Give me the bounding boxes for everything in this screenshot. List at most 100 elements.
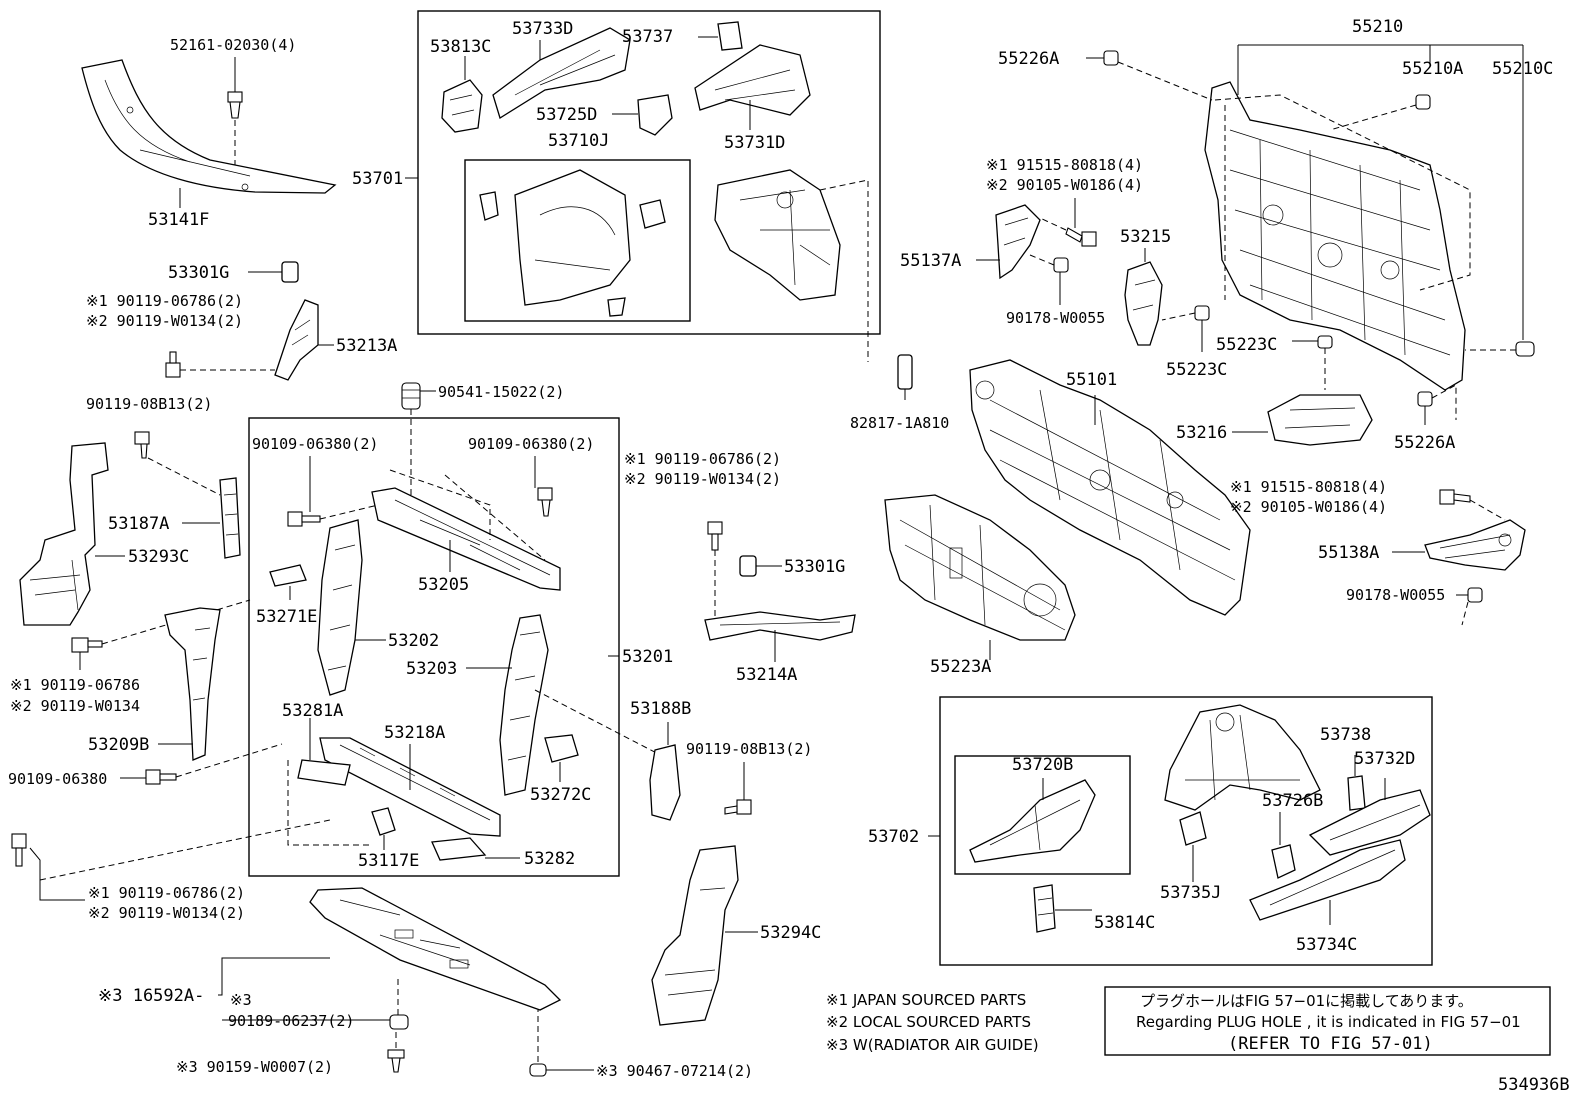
subgroup-box-53720B [954,755,1131,875]
label-3-mark: ※3 [230,991,252,1009]
label-90189: 90189-06237(2) [228,1012,354,1030]
bolt-55226A-a [1086,50,1213,101]
part-53731D [694,44,811,130]
part-16592A [218,887,562,1011]
label-90119-08B13-a: 90119-08B13(2) [86,395,212,413]
part-53725D [612,94,673,136]
label-53216: 53216 [1176,423,1227,443]
part-55101 [969,359,1251,616]
part-53281A [287,718,372,846]
label-90541: 90541-15022(2) [438,383,564,401]
label-53720B: 53720B [1012,755,1073,775]
part-55223A [884,494,1076,660]
label-90119-d1: ※1 90119-06786(2) [624,450,781,468]
label-90119-08B13-b: 90119-08B13(2) [686,740,812,758]
bolt-90119-c [11,819,331,901]
label-55138A: 55138A [1318,543,1379,563]
label-53734C: 53734C [1296,935,1357,955]
label-90467: ※3 90467-07214(2) [596,1062,753,1080]
label-53141F: 53141F [148,210,209,230]
bolt-90119-08B13-a [134,431,221,496]
note-plug-hole-en: Regarding PLUG HOLE , it is indicated in… [1136,1013,1521,1031]
label-53301G-b: 53301G [784,557,845,577]
label-53213A: 53213A [336,336,397,356]
bolt-55223C-a [1161,305,1210,352]
label-55223A: 55223A [930,657,991,677]
note-box [1104,986,1551,1056]
label-52161: 52161-02030(4) [170,36,296,54]
part-53734C [1249,839,1406,925]
clip-90467 [529,1010,594,1077]
label-53702: 53702 [868,827,919,847]
legend-japan-sourced: ※1 JAPAN SOURCED PARTS [826,991,1026,1009]
label-90119-b2: ※2 90119-W0134 [10,697,140,715]
label-53202: 53202 [388,631,439,651]
part-53188B [649,722,681,821]
part-53202 [317,519,386,696]
label-55210A: 55210A [1402,59,1463,79]
diagram-id: 534936B [1498,1075,1570,1095]
label-90109-c: 90109-06380(2) [468,435,594,453]
label-90105-b2: ※2 90105-W0186(4) [1230,498,1387,516]
label-53737: 53737 [622,27,673,47]
label-90119-a2: ※2 90119-W0134(2) [86,312,243,330]
part-53203 [466,614,671,796]
label-53117E: 53117E [358,851,419,871]
bolt-90119-08B13-b [724,762,752,815]
bolt-55223C-b [1292,335,1333,390]
part-53294C [651,845,758,1026]
label-53187A: 53187A [108,514,169,534]
label-53218A: 53218A [384,723,445,743]
part-53733D [492,27,631,119]
part-53213A [274,299,334,381]
label-53281A: 53281A [282,701,343,721]
clip-52161-02030 [227,57,243,165]
part-apron-53701 [405,169,869,362]
subgroup-box-53710J [464,159,691,322]
nut-90178-b [1456,587,1483,626]
part-55138A [1392,519,1526,571]
label-90119-a1: ※1 90119-06786(2) [86,292,243,310]
part-53187A [182,477,241,559]
label-53203: 53203 [406,659,457,679]
label-91515-a1: ※1 91515-80818(4) [986,156,1143,174]
label-16592A: ※3 16592A- [98,986,204,1006]
label-55101: 55101 [1066,370,1117,390]
part-53732D [1308,778,1431,856]
clip-90189 [222,975,409,1030]
part-53205 [371,469,561,591]
label-90178-b: 90178-W0055 [1346,586,1445,604]
label-82817: 82817-1A810 [850,414,949,432]
part-53720B [969,778,1096,863]
part-53117E [371,807,396,850]
bolt-90109-06380-a [120,743,283,785]
part-53813C [441,56,483,133]
label-53214A: 53214A [736,665,797,685]
bolt-91515-a [1039,198,1097,247]
group-box-53701 [417,10,881,335]
part-53737 [698,21,743,51]
label-53215: 53215 [1120,227,1171,247]
label-53205: 53205 [418,575,469,595]
label-55210C: 55210C [1492,59,1553,79]
label-53271E: 53271E [256,607,317,627]
group-box-53702 [939,696,1433,966]
part-53216 [1232,394,1373,446]
part-53293C [19,442,125,626]
part-55137A [976,204,1041,280]
label-53188B: 53188B [630,699,691,719]
label-90159: ※3 90159-W0007(2) [176,1058,333,1076]
label-90119-c2: ※2 90119-W0134(2) [88,904,245,922]
label-53738: 53738 [1320,725,1371,745]
part-53814C [1033,884,1092,933]
bolt-90119-d [707,521,723,620]
part-53282 [431,837,520,861]
label-53710J: 53710J [548,131,609,151]
nut-90178-a [1029,254,1069,305]
part-53214A [704,611,856,662]
part-53215 [1124,248,1163,346]
label-53731D: 53731D [724,133,785,153]
label-53282: 53282 [524,849,575,869]
label-53732D: 53732D [1354,749,1415,769]
